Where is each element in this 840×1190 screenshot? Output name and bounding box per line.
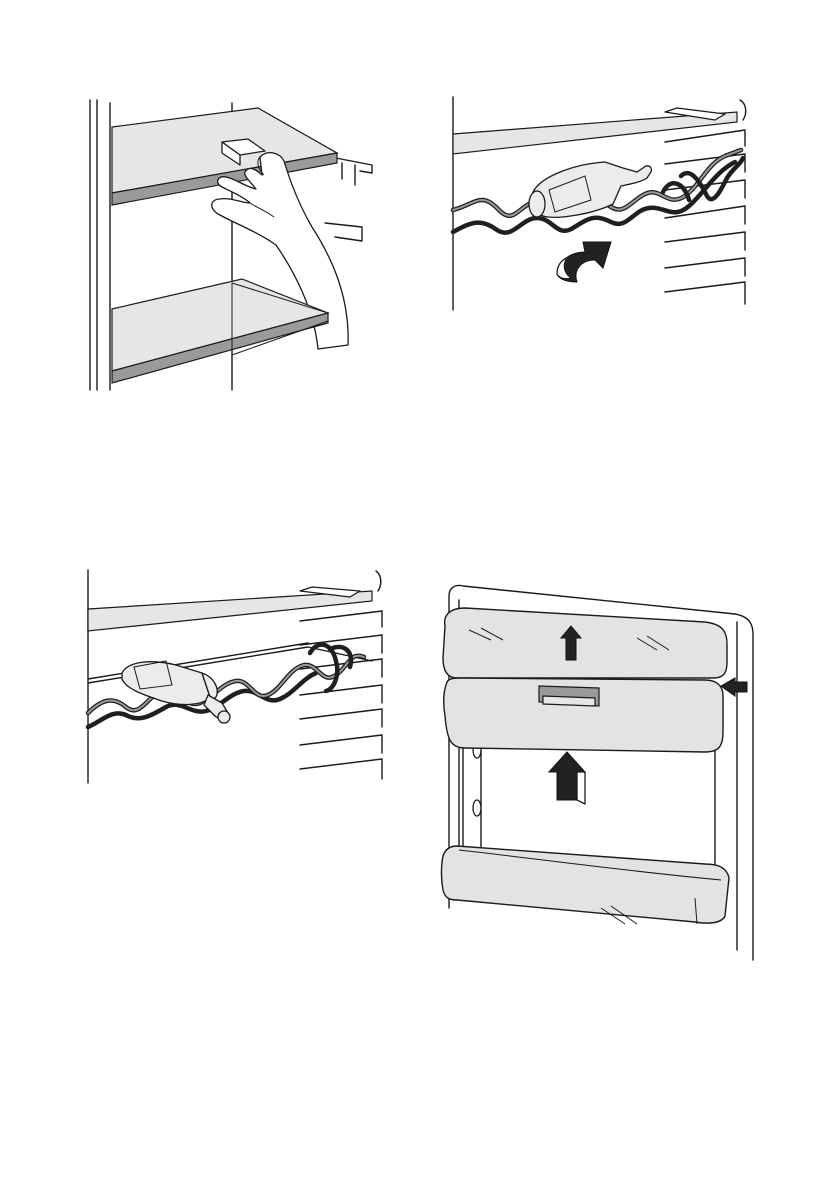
hand-pulling-glass-shelf-illustration xyxy=(80,95,390,395)
figure-wine-rack-tilt xyxy=(445,92,755,312)
crisper-drawers-with-arrows-illustration xyxy=(435,578,760,963)
figure-shelf-removal xyxy=(80,95,390,395)
wine-rack-with-bottle-and-curved-arrow-illustration xyxy=(445,92,755,312)
wine-rack-with-bottle-illustration xyxy=(82,565,392,785)
figure-drawer-removal xyxy=(435,578,760,963)
figure-wine-rack-bottle xyxy=(82,565,392,785)
